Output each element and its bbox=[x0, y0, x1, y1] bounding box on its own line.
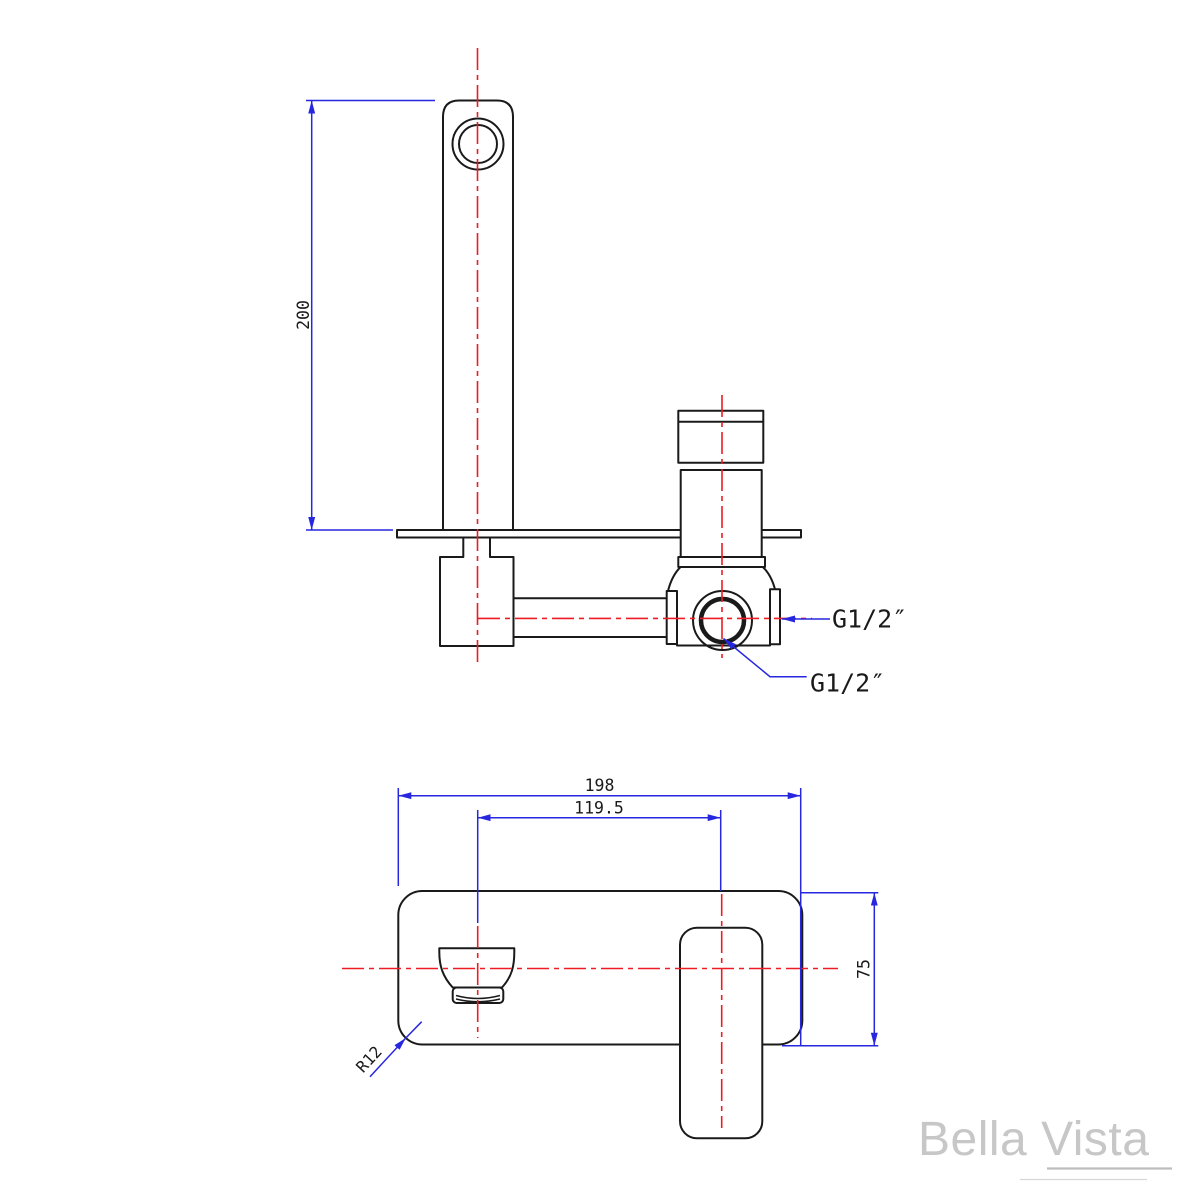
outlet-rim-line-1 bbox=[455, 994, 501, 1000]
valve-left-flange bbox=[665, 590, 679, 645]
top-view-dimensions bbox=[306, 99, 830, 678]
bottom-view-plan bbox=[397, 890, 804, 1140]
spout-block bbox=[439, 537, 515, 647]
bottom-view-centerlines bbox=[342, 894, 838, 1128]
g12-bottom-label: G1/2″ bbox=[810, 669, 885, 698]
r12-leader-arrow-segment bbox=[369, 1037, 407, 1078]
bottom-view-dimensions bbox=[369, 788, 879, 1078]
dim-198-label: 198 bbox=[585, 776, 615, 795]
g12-bottom-leader bbox=[723, 637, 807, 678]
dim-75-label: 75 bbox=[855, 959, 874, 979]
brand-logo-text: Bella Vista bbox=[918, 1113, 1149, 1166]
valve-neck-right-curve bbox=[762, 566, 776, 590]
valve-neck-left-curve bbox=[667, 566, 682, 592]
r12-label: R12 bbox=[352, 1042, 386, 1076]
brand-logo: Bella Vista bbox=[918, 1113, 1172, 1181]
handle-knob bbox=[677, 409, 765, 464]
valve-right-flange bbox=[769, 588, 781, 646]
top-view-dimension-labels: 200 G1/2″ G1/2″ bbox=[294, 300, 907, 697]
bottom-view-dimension-labels: 198 119.5 75 R12 bbox=[352, 776, 873, 1076]
r12-leader-tail-segment bbox=[405, 1021, 423, 1039]
wall-plate-edge bbox=[396, 529, 802, 539]
dim-119-label: 119.5 bbox=[574, 799, 624, 818]
top-view-elevation bbox=[396, 99, 802, 651]
top-view-centerlines bbox=[476, 48, 812, 665]
dim-200-label: 200 bbox=[294, 300, 313, 330]
g12-side-label: G1/2″ bbox=[832, 605, 907, 634]
